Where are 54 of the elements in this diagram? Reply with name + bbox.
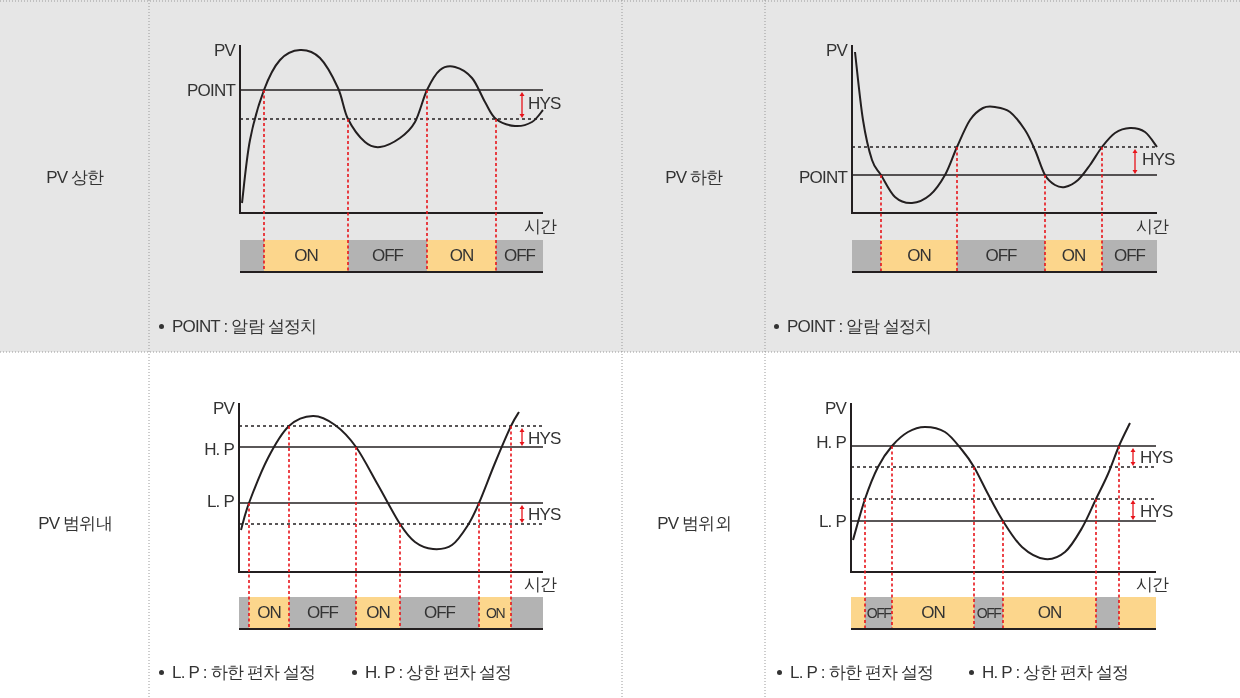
axis-label: 시간 [1135,575,1169,593]
state-bar-segment: ON [1003,597,1096,630]
hys-label: HYS [528,505,561,523]
state-bar-segment: ON [881,240,957,273]
bar-segment [1119,597,1156,630]
state-bar-segment: ON [479,597,511,630]
axis-label: PV [213,41,235,59]
row-heading: PV 상한 [46,168,104,186]
state-bar-segment: OFF [974,597,1003,630]
state-bar-segment: ON [356,597,400,630]
state-bar-segment: OFF [348,240,427,273]
hys-label: HYS [1140,448,1173,466]
note-text: POINT : 알람 설정치 [172,317,317,335]
axis-label: PV [212,399,234,417]
note-text: H. P : 상한 편차 설정 [982,663,1129,681]
state-bar-segment: ON [1045,240,1102,273]
note-text: POINT : 알람 설정치 [787,317,932,335]
note-text: H. P : 상한 편차 설정 [365,663,512,681]
state-bar-segment: ON [264,240,348,273]
axis-label: 시간 [523,217,557,235]
state-bar-segment: OFF [289,597,356,630]
bar-segment [851,597,865,630]
note-text: L. P : 하한 편차 설정 [172,663,316,681]
level-label: L. P [206,492,234,510]
bar-segment [239,597,249,630]
hys-label: HYS [528,429,561,447]
level-label: POINT [187,81,235,99]
bar-segment [1096,597,1119,630]
hys-label: HYS [1140,502,1173,520]
state-bar-segment: OFF [400,597,479,630]
row-heading: PV 범위외 [657,514,731,532]
level-label: POINT [799,168,847,186]
level-label: H. P [204,440,234,458]
axis-label: 시간 [523,575,557,593]
axis-label: PV [825,41,847,59]
hys-label: HYS [528,94,561,112]
axis-label: 시간 [1135,217,1169,235]
bar-segment [240,240,264,273]
axis-label: PV [824,399,846,417]
level-label: L. P [818,512,846,530]
row-heading: PV 범위내 [38,514,112,532]
state-bar-segment: OFF [496,240,543,273]
state-bar-segment: OFF [1102,240,1157,273]
row-heading: PV 하한 [665,168,723,186]
bar-segment [852,240,881,273]
state-bar-segment: OFF [865,597,892,630]
bar-segment [511,597,543,630]
state-bar-segment: ON [892,597,974,630]
state-bar-segment: ON [249,597,289,630]
hys-label: HYS [1142,150,1175,168]
state-bar-segment: OFF [957,240,1045,273]
level-label: H. P [816,433,846,451]
note-text: L. P : 하한 편차 설정 [790,663,934,681]
state-bar-segment: ON [427,240,496,273]
